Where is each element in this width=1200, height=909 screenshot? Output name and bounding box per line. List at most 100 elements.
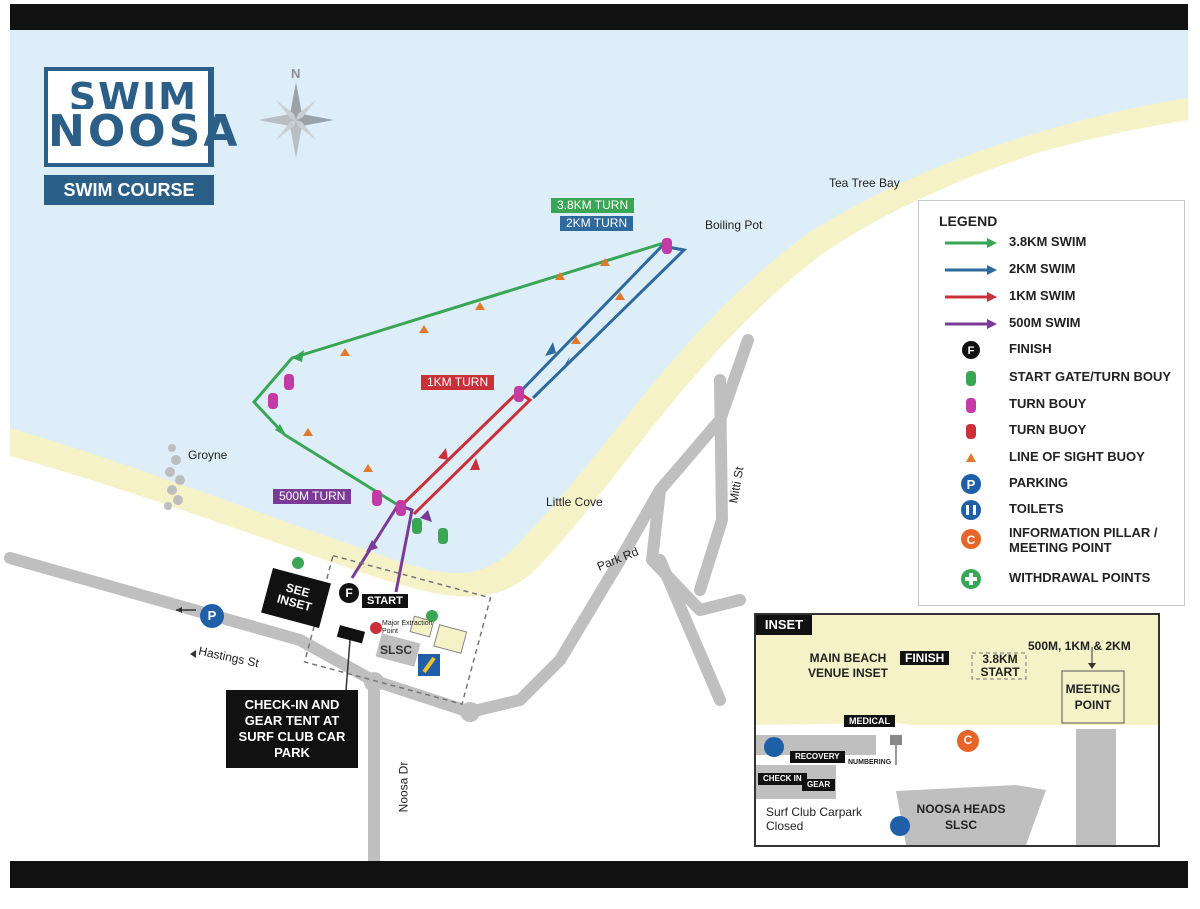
label-2km-turn: 2KM TURN <box>560 216 634 231</box>
inset-recovery: RECOVERY <box>790 751 845 763</box>
groyne-rocks <box>164 444 185 510</box>
legend-item-label: INFORMATION PILLAR / MEETING POINT <box>1009 525 1158 555</box>
venue-tent <box>433 624 468 654</box>
legend-item-label: 500M SWIM <box>1009 315 1081 330</box>
legend-item: 2KM SWIM <box>919 258 1184 282</box>
legend-item-label: 1KM SWIM <box>1009 288 1076 303</box>
legend-panel: LEGEND 3.8KM SWIM 2KM SWIM 1KM SWIM 500M SW… <box>918 200 1185 606</box>
legend-item: WITHDRAWAL POINTS <box>919 567 1184 591</box>
line-of-sight-buoys <box>303 258 625 472</box>
toilets-icon <box>961 500 981 520</box>
legend-item: 1KM SWIM <box>919 285 1184 309</box>
info-icon: C <box>961 529 981 549</box>
top-frame-bar <box>10 4 1188 30</box>
inset-map: INSET MAIN BEACH VENUE INSET FINISH 3.8K… <box>754 613 1160 847</box>
svg-text:C: C <box>967 533 976 547</box>
turn-buoys <box>268 238 672 544</box>
legend-item-label: FINISH <box>1009 341 1052 356</box>
parking-letter: P <box>207 608 217 623</box>
logo-noosa-text: NOOSA <box>48 106 241 157</box>
bottom-frame-bar <box>10 861 1188 888</box>
place-boiling-pot: Boiling Pot <box>705 218 763 232</box>
slsc-building <box>375 633 421 667</box>
buoy-icon <box>966 398 976 413</box>
inset-tag: INSET <box>756 615 812 635</box>
legend-item: F FINISH <box>919 338 1184 362</box>
line-icon <box>945 238 997 248</box>
road-noosa-dr: Noosa Dr <box>396 761 411 813</box>
legend-item: LINE OF SIGHT BUOY <box>919 446 1184 470</box>
legend-item: START GATE/TURN BOUY <box>919 366 1184 390</box>
place-groyne: Groyne <box>188 448 228 462</box>
legend-item-label: TURN BUOY <box>1009 422 1087 437</box>
route-2km <box>518 244 688 400</box>
withdrawal-point-icon <box>292 557 304 569</box>
label-500m-turn: 500M TURN <box>273 489 352 504</box>
venue-tent-small <box>409 615 435 638</box>
swim-noosa-logo: SWIM NOOSA <box>44 67 241 167</box>
line-icon <box>945 292 997 302</box>
legend-item: 500M SWIM <box>919 312 1184 336</box>
withdraw-icon <box>961 569 981 589</box>
inset-carpark: Surf Club Carpark Closed <box>766 805 863 833</box>
inset-numbering: NUMBERING <box>848 759 892 766</box>
inset-finish: FINISH <box>900 651 950 665</box>
checkin-tent <box>336 625 366 644</box>
inset-main-beach: MAIN BEACH VENUE INSET <box>807 651 888 680</box>
legend-item: TURN BUOY <box>919 419 1184 443</box>
extraction-point-icon <box>370 622 382 634</box>
label-3-8km-turn: 3.8KM TURN <box>551 198 635 213</box>
parking-icon <box>200 604 224 628</box>
legend-item-label: PARKING <box>1009 475 1068 490</box>
legend-item-label: START GATE/TURN BOUY <box>1009 369 1172 384</box>
withdrawal-point-icon <box>426 610 438 622</box>
legend-item: 3.8KM SWIM <box>919 231 1184 255</box>
roads <box>4 334 754 866</box>
inset-info-icon <box>957 730 979 752</box>
compass-north-letter: N <box>291 66 300 81</box>
legend-item-label: WITHDRAWAL POINTS <box>1009 570 1151 585</box>
see-inset-box <box>261 568 331 628</box>
finish-icon: F <box>962 341 980 359</box>
line-icon <box>945 319 997 329</box>
legend-item-label: LINE OF SIGHT BUOY <box>1009 449 1145 464</box>
legend-title: LEGEND <box>939 213 998 229</box>
inset-noosa-heads-slsc: NOOSA HEADS SLSC <box>916 802 1006 832</box>
inset-toilet-icon <box>764 737 784 757</box>
start-label: START <box>362 594 408 608</box>
place-little-cove: Little Cove <box>546 495 603 509</box>
line-icon <box>945 265 997 275</box>
inset-toilet-icon <box>890 816 910 836</box>
major-extraction-label: Major Extraction Point <box>382 620 433 635</box>
inset-info-letter: C <box>963 733 973 747</box>
parking-icon: P <box>961 474 981 494</box>
label-1km-turn: 1KM TURN <box>421 375 495 390</box>
legend-item-label: TOILETS <box>1009 501 1064 516</box>
inset-meeting-point: MEETING POINT <box>1065 682 1121 712</box>
legend-item-label: TURN BOUY <box>1009 396 1087 411</box>
checkin-callout-box <box>226 690 358 768</box>
inset-start-other: 500M, 1KM & 2KM <box>1028 639 1131 653</box>
route-3-8km <box>251 240 668 507</box>
finish-marker-icon <box>339 583 359 603</box>
inset-gear: GEAR <box>802 779 836 791</box>
legend-item: TOILETS <box>919 498 1184 522</box>
legend-item: P PARKING <box>919 472 1184 496</box>
legend-item-label: 3.8KM SWIM <box>1009 234 1087 249</box>
inset-medical: MEDICAL <box>844 715 895 727</box>
swim-course-badge: SWIM COURSE <box>44 175 214 205</box>
checkin-callout-label: CHECK-IN AND GEAR TENT AT SURF CLUB CAR … <box>238 697 346 760</box>
svg-text:F: F <box>968 345 975 357</box>
svg-text:P: P <box>967 477 976 492</box>
compass-rose <box>258 82 334 158</box>
buoy-icon <box>966 424 976 439</box>
slsc-label: SLSC <box>380 643 413 657</box>
finish-marker-letter: F <box>345 586 353 600</box>
place-tea-tree-bay: Tea Tree Bay <box>829 176 900 190</box>
inset-3-8km-start: 3.8KM START <box>980 652 1020 679</box>
triangle-icon <box>966 453 976 462</box>
inset-check-in: CHECK IN <box>758 773 807 785</box>
legend-item: C INFORMATION PILLAR / MEETING POINT <box>919 525 1184 555</box>
legend-item: TURN BOUY <box>919 393 1184 417</box>
buoy-icon <box>966 371 976 386</box>
